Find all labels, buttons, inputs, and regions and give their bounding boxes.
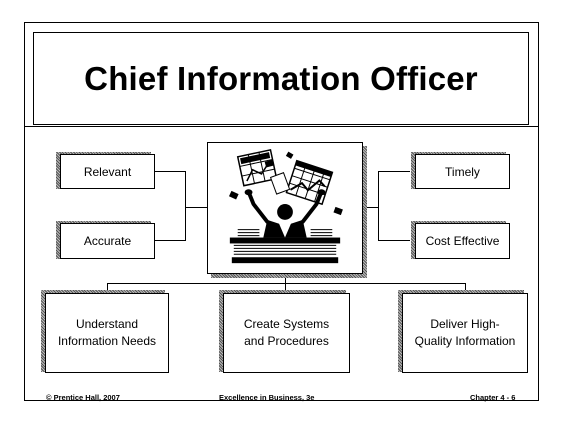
timely-label: Timely <box>445 164 480 179</box>
bottom-box-line: and Procedures <box>244 334 329 348</box>
relevant-label: Relevant <box>83 164 132 179</box>
timely-box: Timely <box>415 154 510 189</box>
title-divider <box>24 126 539 127</box>
connector-left-vertical <box>185 171 186 240</box>
relevant-box: Relevant <box>60 154 155 189</box>
footer-book-title: Excellence in Business, 3e <box>219 393 315 402</box>
footer-copyright: © Prentice Hall, 2007 <box>46 393 120 402</box>
connector-center-to-right <box>363 207 379 208</box>
connector-left-top <box>155 171 186 172</box>
cost-effective-box: Cost Effective <box>415 223 510 259</box>
accurate-box: Accurate <box>60 223 155 259</box>
connector-right-vertical <box>378 171 379 240</box>
executive-juggling-charts-icon <box>207 142 363 274</box>
accurate-label: Accurate <box>83 234 132 248</box>
connector-right-bottom <box>378 240 410 241</box>
connector-left-to-center <box>185 207 207 208</box>
connector-bottom-left-drop <box>107 283 108 293</box>
understand-information-needs-box: Understand Information Needs <box>45 293 169 373</box>
cost-effective-label: Cost Effective <box>425 234 500 248</box>
slide-title: Chief Information Officer <box>84 59 478 97</box>
bottom-box-line: Deliver High- <box>430 317 500 331</box>
bottom-box-line: Understand <box>75 317 139 331</box>
connector-bottom-right-drop <box>465 283 466 293</box>
footer-chapter: Chapter 4 - 6 <box>470 393 516 402</box>
center-image <box>207 142 363 274</box>
connector-bottom-horizontal <box>107 283 465 284</box>
deliver-quality-information-box: Deliver High- Quality Information <box>402 293 528 373</box>
slide-frame <box>24 22 539 401</box>
title-box: Chief Information Officer <box>33 32 529 125</box>
connector-left-bottom <box>155 240 186 241</box>
connector-bottom-center-drop <box>285 283 286 293</box>
bottom-box-line: Quality Information <box>414 334 516 348</box>
connector-right-top <box>378 171 410 172</box>
bottom-box-line: Information Needs <box>57 334 157 348</box>
bottom-box-line: Create Systems <box>243 317 330 331</box>
create-systems-box: Create Systems and Procedures <box>223 293 350 373</box>
connector-center-down <box>285 274 286 283</box>
